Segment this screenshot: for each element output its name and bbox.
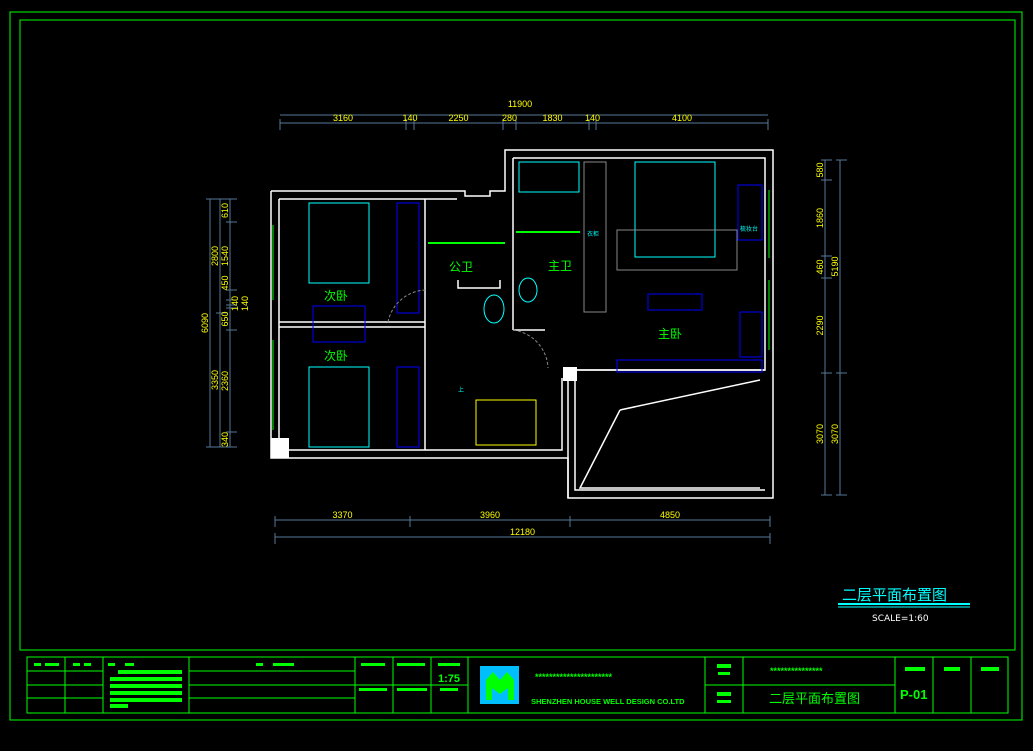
drawing-title: 二层平面布置图 [842,586,947,604]
label-stair: 上 [458,386,464,394]
company-logo [480,666,519,704]
column [563,367,577,381]
label-master-bath: 主卫 [548,259,572,273]
label-second-bed-1: 次卧 [324,289,348,303]
column [271,438,289,458]
label-public-bath: 公卫 [449,260,473,274]
dim-label: 140 [402,113,417,123]
ratio: 1:75 [438,673,460,685]
dim-label: 280 [502,113,517,123]
dim-label: 6090 [200,313,210,333]
dim-label: 140 [230,296,240,311]
label-master-bed: 主卧 [658,327,682,341]
windows [272,190,770,430]
dim-label: 2360 [220,371,230,391]
label-dresser: 梳妆台 [740,225,758,233]
label-wardrobe: 衣柜 [587,230,599,238]
company-name: SHENZHEN HOUSE WELL DESIGN CO.LTD [531,697,685,706]
dim-label: 3350 [210,370,220,390]
dim-label: 2250 [448,113,468,123]
dim-label: 11900 [508,99,532,109]
dim-label: 610 [220,203,230,218]
label-second-bed-2: 次卧 [324,349,348,363]
dim-label: 3160 [333,113,353,123]
dim-label: 4850 [660,510,680,520]
dim-label: 3370 [332,510,352,520]
dim-label: 3070 [830,424,840,444]
dim-label: 460 [815,259,825,274]
dim-label: 340 [220,432,230,447]
dim-label: 2800 [210,246,220,266]
inner-frame [19,19,1016,651]
dim-label: 1540 [220,246,230,266]
dim-label: 3070 [815,424,825,444]
dim-label: 140 [585,113,600,123]
drawing-scale: SCALE=1:60 [872,614,929,624]
dim-label: 3960 [480,510,500,520]
dim-label: 4100 [672,113,692,123]
floor-plan-walls [270,149,774,499]
dimension-lines: 11900 3160 140 2250 280 1830 140 4100 3370 3960 48… [200,99,847,544]
company-stars: ********************** [535,672,613,682]
drawing-name: 二层平面布置图 [769,692,860,707]
dim-label: 12180 [510,527,535,537]
dim-label: 140 [240,296,250,311]
dim-label: 580 [815,162,825,177]
project-stars: *************** [770,666,823,676]
sheet-number: P-01 [900,687,927,702]
title-block-placeholders [34,663,999,708]
dim-label: 1860 [815,208,825,228]
furniture [308,161,763,448]
dim-label: 5190 [830,256,840,276]
title-block [26,656,1009,714]
outer-frame [9,11,1023,721]
dim-label: 2290 [815,315,825,335]
dim-label: 650 [220,311,230,326]
dim-label: 450 [220,275,230,290]
dim-label: 1830 [542,113,562,123]
